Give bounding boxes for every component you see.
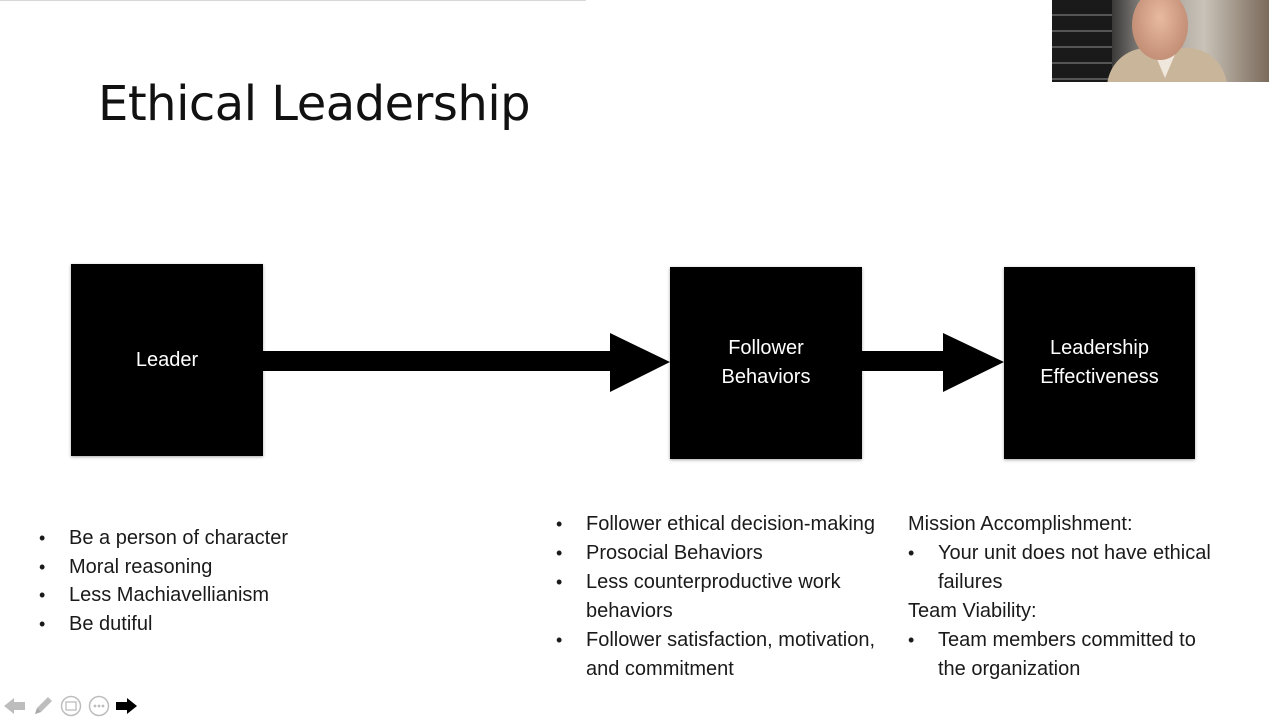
mission-heading: Mission Accomplishment:: [908, 513, 1133, 535]
list-item: Follower satisfaction, motivation, and c…: [556, 626, 886, 684]
team-list: Team members committed to the organizati…: [908, 626, 1218, 684]
presenter-head: [1132, 0, 1188, 60]
slide-title: Ethical Leadership: [98, 76, 531, 132]
more-options-icon[interactable]: [88, 695, 110, 717]
leader-traits-list: Be a person of character Moral reasoning…: [39, 524, 288, 638]
list-item: Be a person of character: [39, 524, 288, 553]
list-item: Follower ethical decision-making: [556, 510, 886, 539]
slide-thumbnail-icon[interactable]: [60, 695, 82, 717]
team-heading: Team Viability:: [908, 600, 1037, 622]
leadership-effectiveness-box: Leadership Effectiveness: [1004, 267, 1195, 459]
list-item: Prosocial Behaviors: [556, 539, 886, 568]
leader-box-label: Leader: [135, 348, 199, 371]
list-item: Less counterproductive work behaviors: [556, 568, 886, 626]
list-item: Less Machiavellianism: [39, 581, 288, 610]
list-item: Your unit does not have ethical failures: [908, 539, 1218, 597]
next-arrow-icon[interactable]: [116, 695, 138, 717]
pen-icon[interactable]: [32, 695, 54, 717]
list-item: Team members committed to the organizati…: [908, 626, 1218, 684]
list-item: Moral reasoning: [39, 553, 288, 582]
slideshow-controls: [4, 694, 138, 718]
follower-behaviors-box-label: Follower Behaviors: [721, 337, 811, 388]
previous-arrow-icon[interactable]: [4, 695, 26, 717]
list-item: Be dutiful: [39, 610, 288, 639]
leadership-effectiveness-box-label: Leadership Effectiveness: [1040, 337, 1159, 388]
mission-list: Your unit does not have ethical failures: [908, 539, 1218, 597]
effectiveness-outcomes: Mission Accomplishment: Your unit does n…: [908, 510, 1218, 684]
presenter-webcam: [1052, 0, 1269, 82]
arrow-follower-to-effectiveness: [862, 333, 1004, 392]
top-rule: [0, 0, 586, 1]
bookshelf: [1052, 0, 1112, 82]
follower-behaviors-box: Follower Behaviors: [670, 267, 862, 459]
follower-behaviors-list: Follower ethical decision-making Prosoci…: [556, 510, 886, 684]
arrow-leader-to-follower: [263, 333, 670, 392]
leader-box: Leader: [71, 264, 263, 456]
